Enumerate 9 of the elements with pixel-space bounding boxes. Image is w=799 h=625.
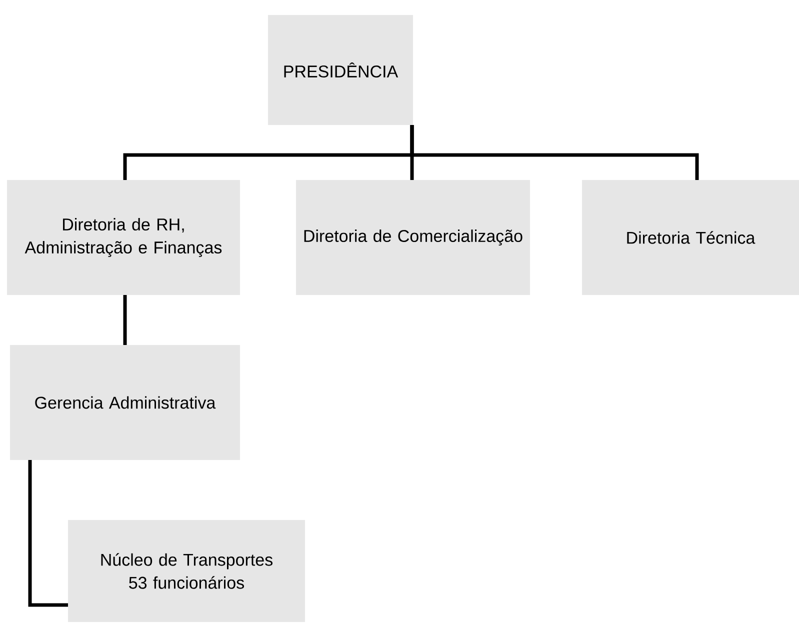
org-box: Núcleo de Transportes 53 funcionários <box>68 520 305 622</box>
connector-line <box>410 125 699 180</box>
org-box: Diretoria de RH, Administração e Finanças <box>7 180 240 295</box>
org-box: PRESIDÊNCIA <box>268 15 413 125</box>
connector-line <box>123 295 127 345</box>
connector-line <box>28 460 68 607</box>
org-box: Gerencia Administrativa <box>10 345 240 460</box>
org-box: Diretoria Técnica <box>582 180 799 295</box>
org-box: Diretoria de Comercialização <box>296 180 530 295</box>
